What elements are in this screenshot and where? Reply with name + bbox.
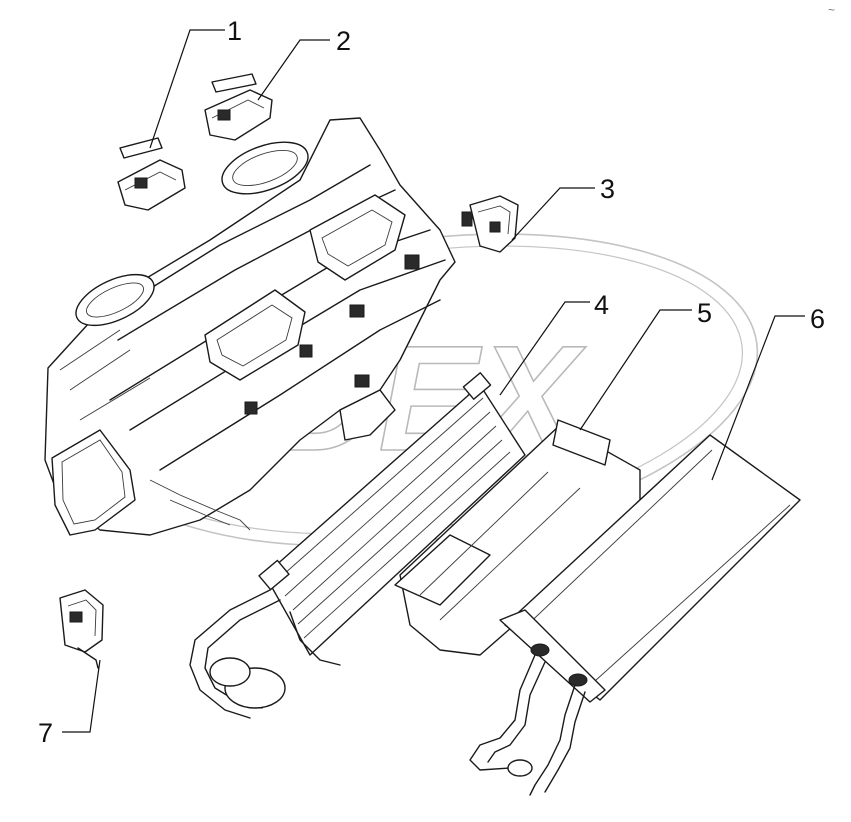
- callout-2: 2: [336, 26, 351, 56]
- part-1-actuator: [117, 137, 186, 211]
- callout-6: 6: [810, 304, 825, 334]
- callout-7: 7: [38, 718, 53, 748]
- callout-leaders: [62, 29, 805, 733]
- part-7-actuator: [59, 589, 104, 669]
- corner-mark: ~: [828, 3, 835, 17]
- callout-1: 1: [227, 16, 242, 46]
- callout-5: 5: [697, 298, 712, 328]
- part-4-evaporator-core: [189, 372, 526, 719]
- callout-3: 3: [600, 174, 615, 204]
- part-3-actuator: [461, 195, 519, 253]
- hvac-housing: [44, 117, 456, 536]
- part-6-heater-core: [469, 434, 801, 796]
- callout-labels: 1 2 3 4 5 6 7: [38, 16, 825, 748]
- part-2-actuator: [204, 73, 273, 141]
- callout-4: 4: [594, 290, 609, 320]
